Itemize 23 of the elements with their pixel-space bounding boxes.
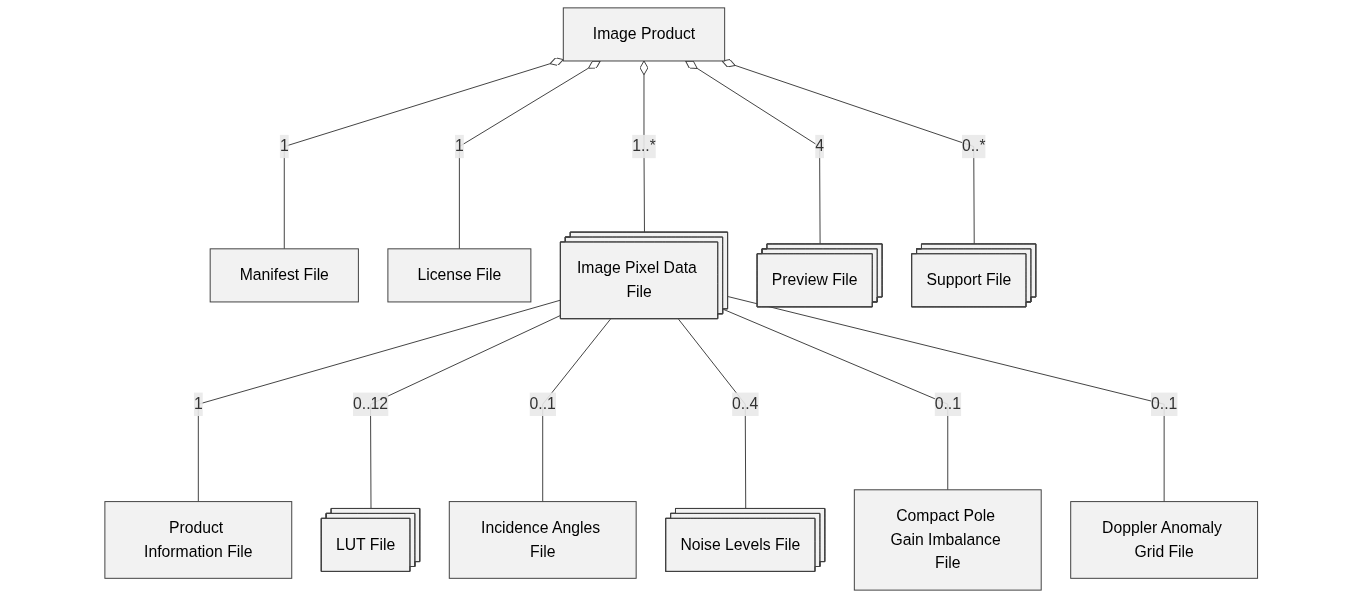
node-box: Doppler Anomaly Grid File [1070, 501, 1258, 579]
connector [197, 299, 562, 503]
edge-label: 1 [279, 137, 289, 155]
edge-label: 0..1 [934, 395, 961, 413]
edge-label: 1..* [631, 137, 656, 155]
edge-label: 0..12 [352, 395, 388, 413]
edge-label: 1 [454, 137, 464, 155]
node-box: Image Product [562, 7, 725, 62]
edge-label: 4 [814, 137, 824, 155]
node-box: Manifest File [209, 248, 359, 303]
edge-label: 1 [193, 395, 203, 413]
node-box: License File [387, 248, 532, 303]
node-box: Compact Pole Gain Imbalance File [853, 489, 1042, 591]
edge-label: 0..1 [1150, 395, 1178, 413]
connector [722, 308, 948, 491]
node-box: Incidence Angles File [448, 501, 637, 579]
edge-label: 0..1 [529, 395, 556, 413]
connector [727, 296, 1165, 503]
connector [542, 318, 611, 503]
connector [369, 314, 562, 510]
edge-label: 0..* [961, 137, 986, 155]
edge-label: 0..4 [731, 395, 759, 413]
node-box: Product Information File [104, 501, 292, 579]
